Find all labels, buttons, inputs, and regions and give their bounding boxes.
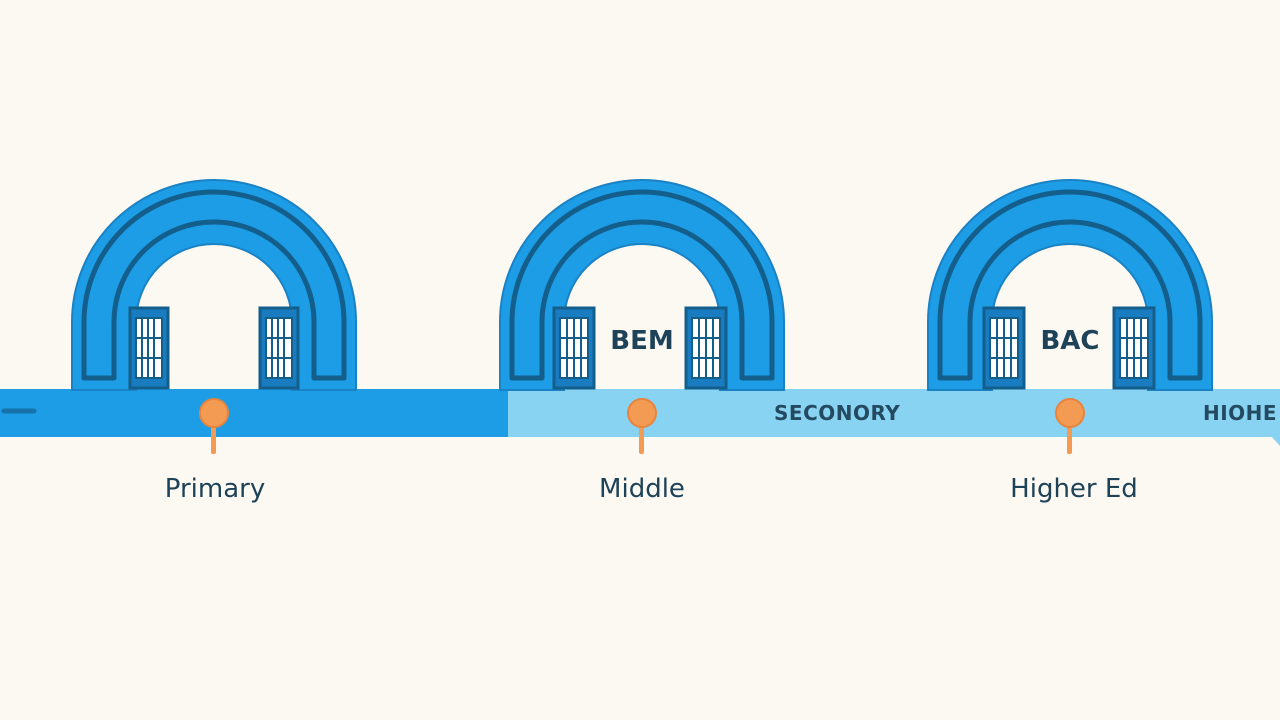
band-label-higher: HIOHE xyxy=(1203,401,1278,425)
arch-inner-groove xyxy=(539,219,745,381)
gate-door-left-icon xyxy=(982,306,1026,390)
arch-inner-groove xyxy=(111,219,317,381)
pin-higher-icon xyxy=(1055,398,1085,454)
arch-icon xyxy=(927,179,1213,391)
arch-outer-groove xyxy=(937,189,1203,381)
arch-outer-groove xyxy=(509,189,775,381)
gate-door-right-icon xyxy=(684,306,728,390)
timeline-bar-dark-segment xyxy=(0,389,508,437)
stage-label-primary: Primary xyxy=(164,474,266,504)
pin-primary-icon xyxy=(199,398,229,454)
timeline-bar-end-arrow-icon xyxy=(1262,426,1280,446)
arch-icon xyxy=(71,179,357,391)
gate-label-middle: BEM xyxy=(610,326,674,356)
gate-door-left-icon xyxy=(128,306,170,390)
band-label-secondary: SECONORY xyxy=(774,401,901,425)
gate-arch-primary xyxy=(71,179,357,391)
stage-label-higher: Higher Ed xyxy=(1010,474,1138,504)
timeline-bar xyxy=(0,389,1280,446)
pin-middle-icon xyxy=(627,398,657,454)
arch-outer-groove xyxy=(81,189,347,381)
gate-label-higher: BAC xyxy=(1040,326,1100,356)
gate-arch-middle xyxy=(499,179,785,391)
gate-door-left-icon xyxy=(552,306,596,390)
gate-door-right-icon xyxy=(258,306,300,390)
stage-label-middle: Middle xyxy=(599,474,685,504)
arch-inner-groove xyxy=(967,219,1173,381)
gate-arch-higher xyxy=(927,179,1213,391)
gate-door-right-icon xyxy=(1112,306,1156,390)
arch-icon xyxy=(499,179,785,391)
